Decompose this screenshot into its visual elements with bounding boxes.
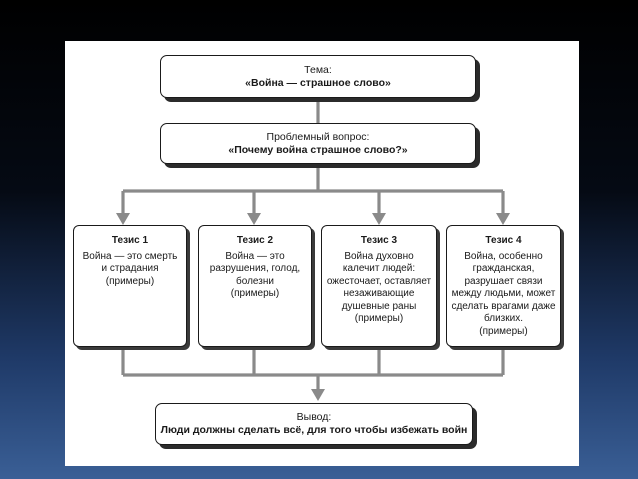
topic-value: «Война — страшное слово» (245, 76, 391, 89)
thesis-title: Тезис 1 (111, 235, 149, 246)
thesis-body: Война — это смерть и страдания (примеры) (82, 250, 178, 287)
arrowhead-2 (247, 213, 261, 225)
connector-lines (116, 98, 510, 401)
thesis-body: Война — это разрушения, голод, болезни (… (209, 250, 301, 300)
conclusion-label: Вывод: (296, 411, 332, 423)
conclusion-box: Вывод: Люди должны сделать всё, для того… (155, 403, 473, 445)
arrowhead-4 (496, 213, 510, 225)
question-box: Проблемный вопрос: «Почему война страшно… (160, 123, 476, 164)
thesis-box-4: Тезис 4 Война, особенно гражданская, раз… (446, 225, 561, 347)
thesis-body: Война духовно калечит людей: ожесточает,… (326, 250, 432, 325)
thesis-title: Тезис 2 (236, 235, 274, 246)
question-label: Проблемный вопрос: (266, 130, 370, 143)
thesis-title: Тезис 4 (485, 235, 522, 246)
thesis-box-3: Тезис 3 Война духовно калечит людей: оже… (321, 225, 437, 347)
question-value: «Почему война страшное слово?» (228, 143, 408, 156)
thesis-title: Тезис 3 (360, 235, 398, 246)
thesis-body: Война, особенно гражданская, разрушает с… (451, 250, 556, 337)
thesis-box-2: Тезис 2 Война — это разрушения, голод, б… (198, 225, 312, 347)
thesis-box-1: Тезис 1 Война — это смерть и страдания (… (73, 225, 187, 347)
conclusion-value: Люди должны сделать всё, для того чтобы … (160, 424, 468, 436)
arrowhead-conclusion (311, 389, 325, 401)
slide: Тема: «Война — страшное слово» Проблемны… (65, 41, 579, 466)
topic-label: Тема: (304, 63, 332, 76)
arrowhead-3 (372, 213, 386, 225)
topic-box: Тема: «Война — страшное слово» (160, 55, 476, 98)
arrowhead-1 (116, 213, 130, 225)
